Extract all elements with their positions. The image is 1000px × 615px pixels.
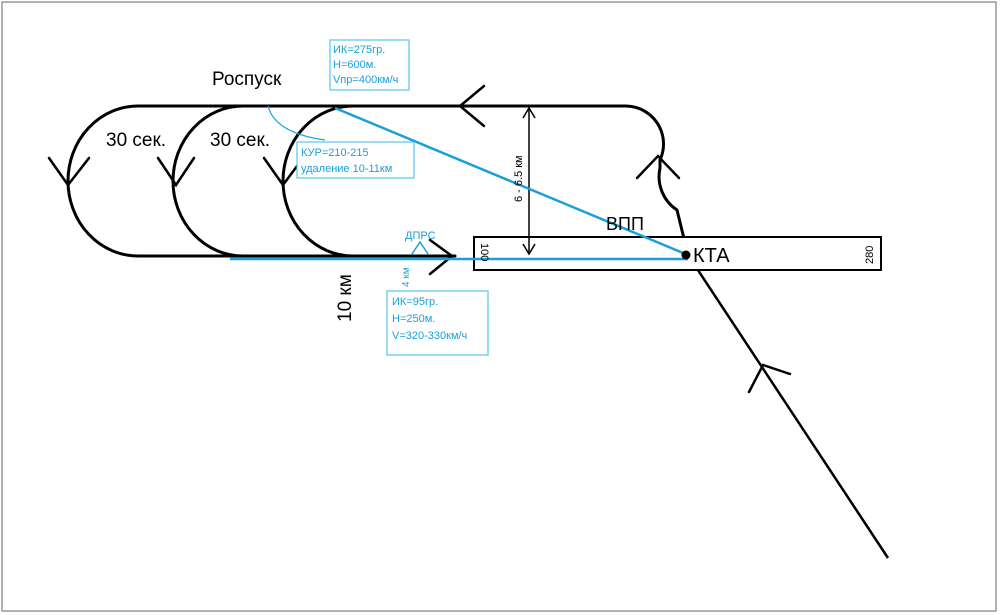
distance-label: 10 км [335, 274, 356, 322]
info-box-bottom [386, 290, 489, 356]
turn-time-label: 30 сек. [106, 130, 166, 151]
dprs-marker-icon [411, 240, 429, 255]
info-kur-line: удаление 10-11км [301, 163, 392, 175]
kta-label: КТА [693, 245, 730, 267]
kta-point [681, 250, 691, 260]
diagonal-approach-line [334, 106, 689, 257]
runway [473, 236, 882, 271]
info-box-kur [296, 141, 415, 179]
runway-label: ВПП [606, 214, 644, 234]
inner-turn [281, 104, 355, 258]
info-box-top [329, 39, 410, 91]
dispersal-label: Роспуск [212, 69, 282, 90]
inbound-track [686, 254, 890, 559]
arrow-up-icon [747, 363, 792, 394]
pattern-width-label: 6 - 6.5 км [513, 155, 525, 202]
arrow-down-icon [47, 156, 91, 188]
info-top-line: Н=600м. [333, 59, 376, 71]
arrow-right-icon [428, 238, 455, 276]
arrow-down-icon [156, 156, 196, 188]
info-top-line: Vпр=400км/ч [333, 74, 398, 86]
arrow-left-icon [458, 84, 486, 128]
info-top-line: ИК=275гр. [333, 44, 385, 56]
dprs-distance-label: 4 км [401, 267, 412, 287]
runway-heading-left: 100 [478, 243, 490, 261]
racetrack-pattern [66, 104, 690, 258]
info-kur-line: КУР=210-215 [301, 147, 369, 159]
info-bottom-line: V=320-330км/ч [392, 330, 467, 342]
outer-turn [66, 104, 140, 258]
pattern-width-dimension [522, 106, 536, 256]
info-bottom-line: Н=250м. [392, 313, 435, 325]
middle-turn [171, 104, 245, 258]
runway-heading-right: 280 [864, 246, 876, 264]
approach-lines [230, 105, 689, 261]
kur-arc [267, 105, 326, 141]
arrow-up-icon [635, 154, 681, 180]
info-bottom-line: ИК=95гр. [392, 296, 438, 308]
arrow-down-icon [262, 156, 305, 188]
turn-time-label: 30 сек. [210, 130, 270, 151]
dprs-label: ДПРС [405, 230, 436, 242]
direction-arrows [47, 84, 792, 394]
